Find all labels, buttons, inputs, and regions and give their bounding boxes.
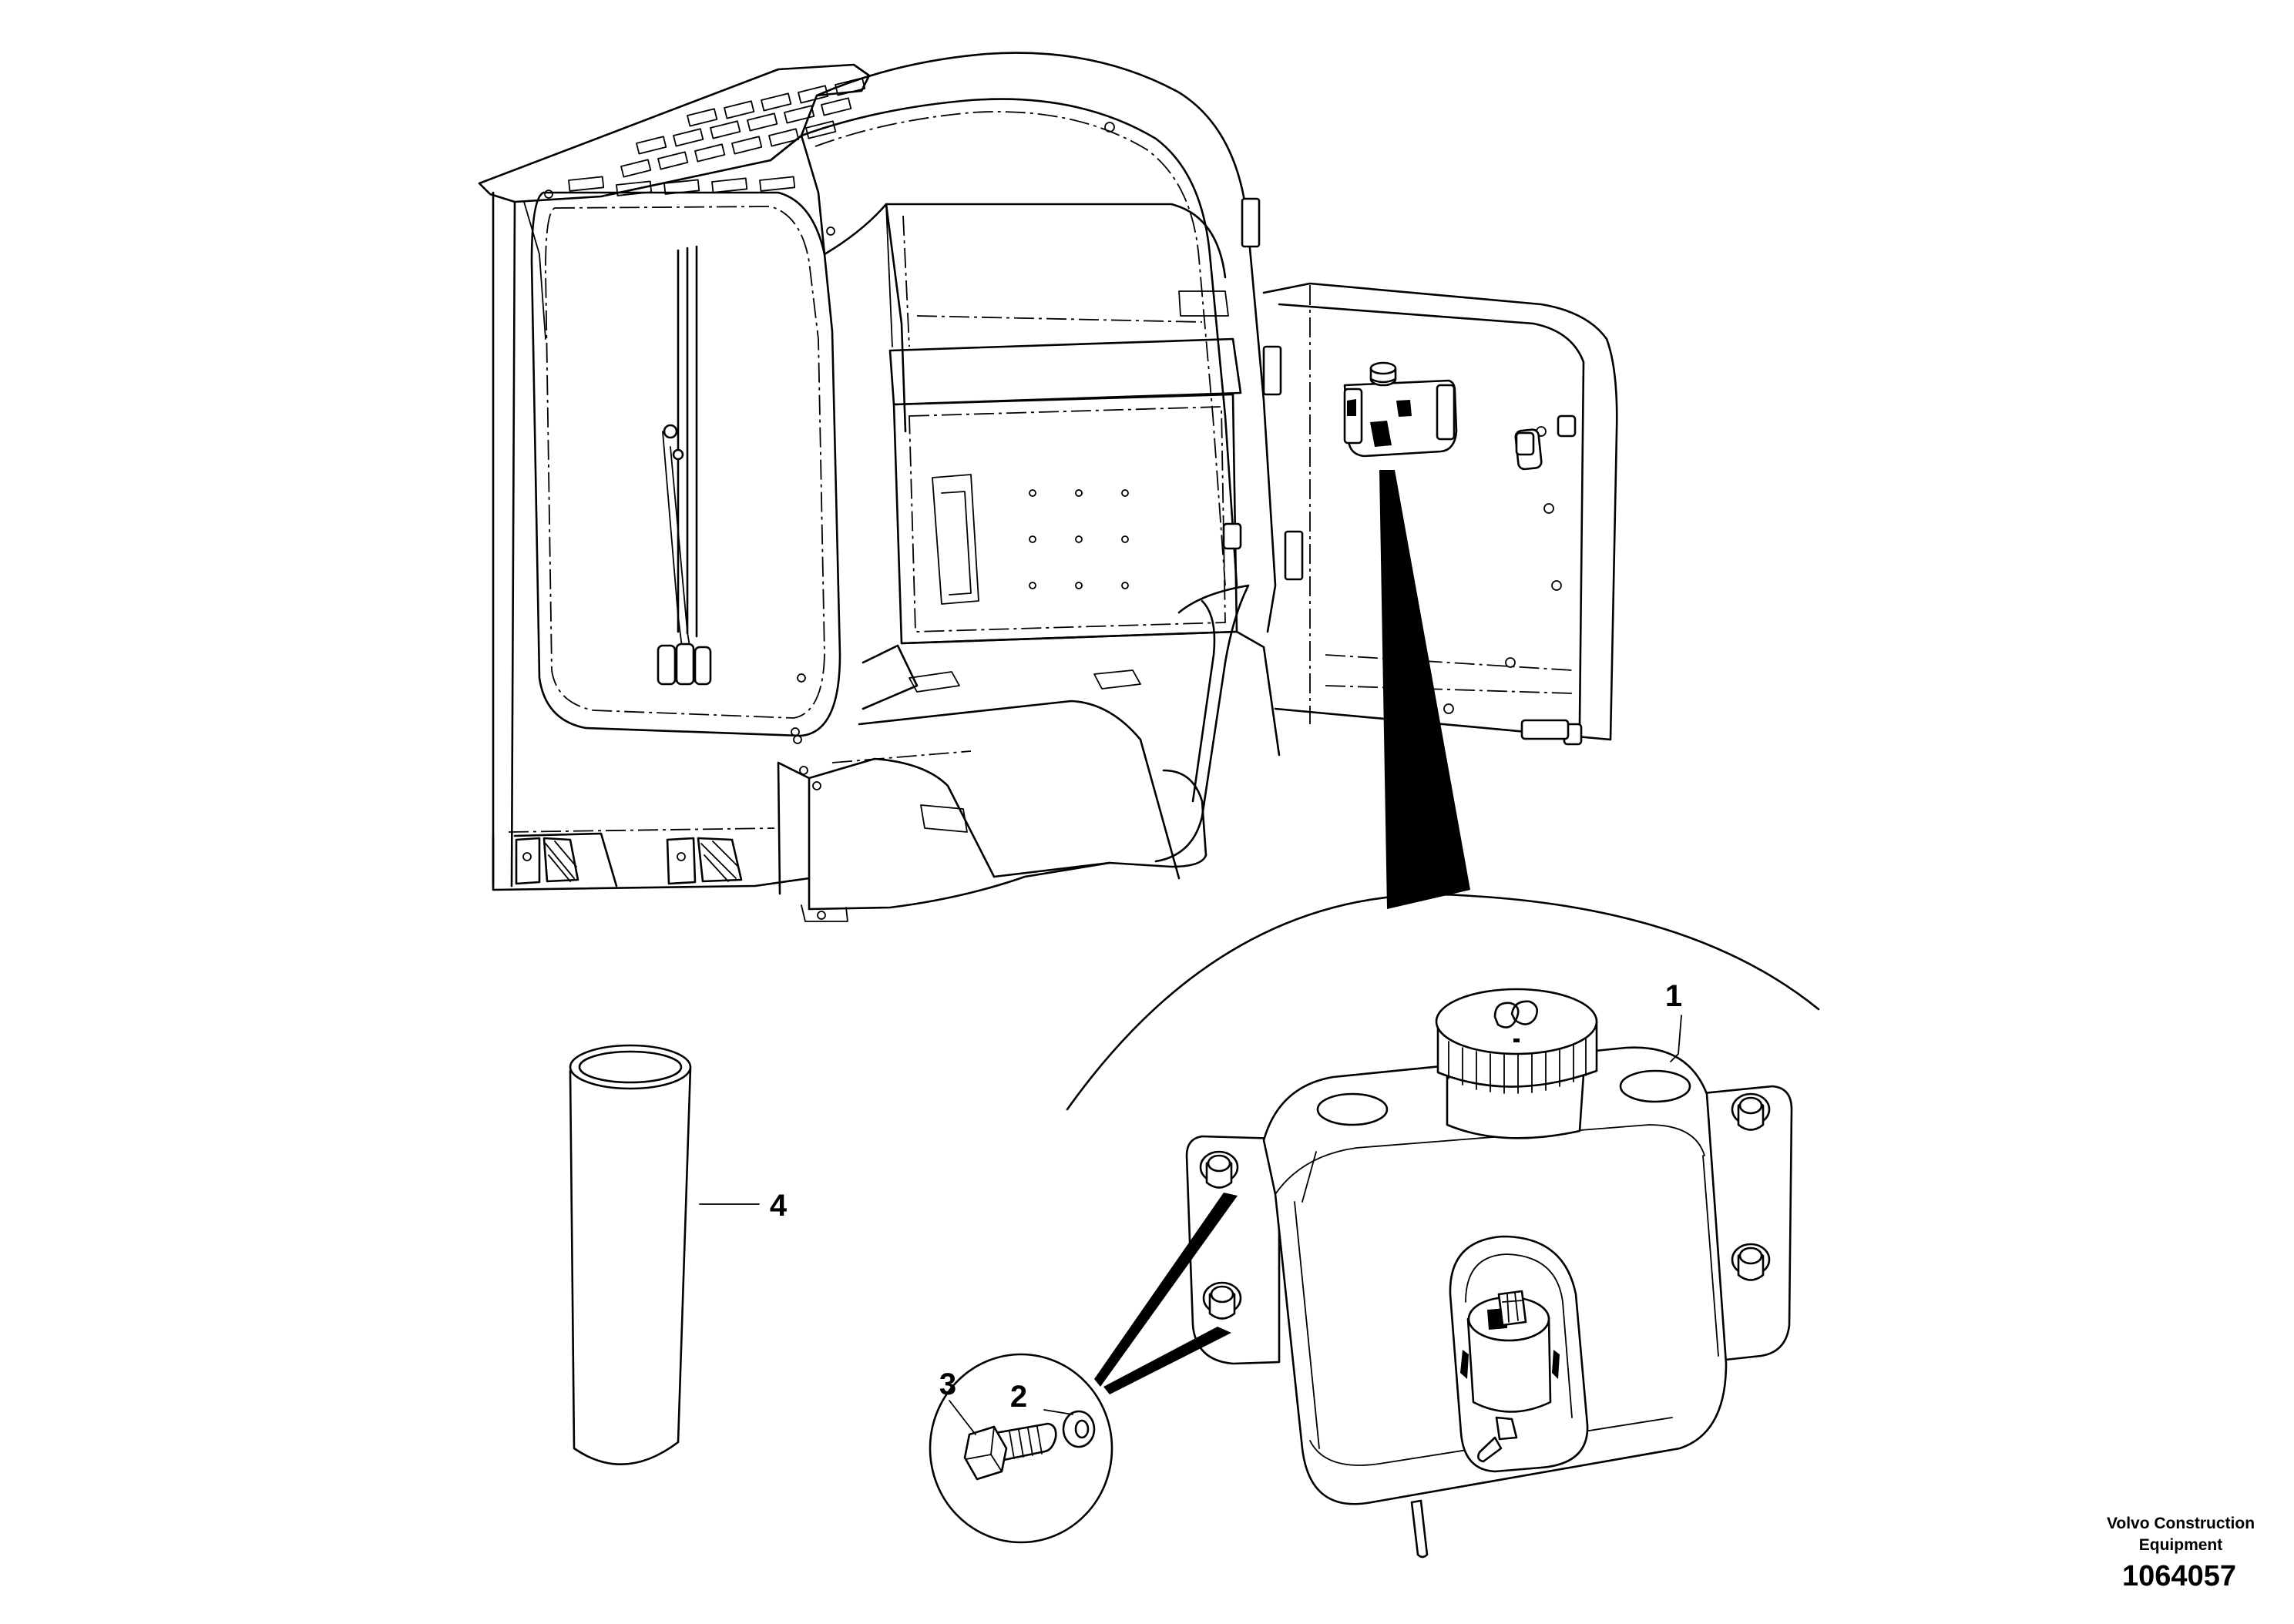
callout-4: 4: [770, 1189, 788, 1223]
hose-tube-part: [569, 1044, 692, 1465]
wiper-assembly: [657, 245, 712, 686]
brand-line-1: Volvo Construction: [2107, 1515, 2255, 1532]
washer-fluid-reservoir-detail: [1185, 988, 1793, 1559]
callout-2: 2: [1010, 1380, 1027, 1414]
bolt-part: [963, 1422, 1057, 1481]
fastener-detail: [929, 1193, 1238, 1544]
brand-line-2: Equipment: [2139, 1536, 2223, 1554]
roof-vent-grid: [568, 77, 866, 196]
leader-lines: [699, 1015, 1682, 1435]
lower-brackets: [515, 837, 743, 885]
callout-3: 3: [939, 1367, 956, 1401]
document-number: 1064057: [2122, 1560, 2236, 1592]
callout-1: 1: [1665, 979, 1682, 1013]
cab-frame-drawing: [478, 52, 1618, 922]
detail-view-arc: [1066, 893, 1820, 1111]
cap-ribs: [1448, 1038, 1587, 1094]
flange-bolts: [1199, 1092, 1771, 1320]
detail-pointer-wedge: [1379, 470, 1470, 909]
washer-part: [1062, 1410, 1096, 1448]
reservoir-in-cab: [1343, 361, 1458, 458]
washer-symbol-icon: [1493, 1000, 1539, 1042]
